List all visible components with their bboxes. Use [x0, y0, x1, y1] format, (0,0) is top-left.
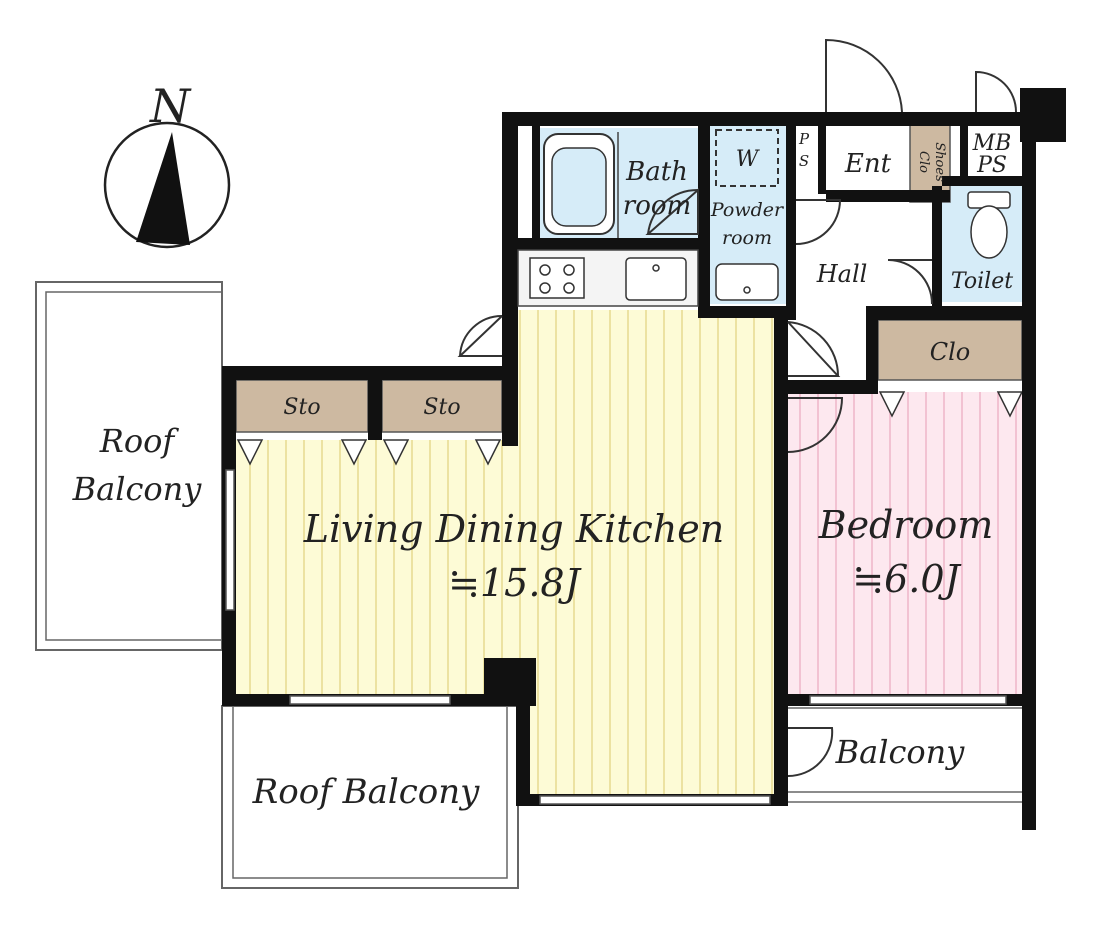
powder-label-line2: room: [722, 227, 772, 249]
ps-label-line2: S: [799, 152, 809, 170]
compass-north-label: N: [149, 79, 192, 133]
shoes-closet-label-line1: Shoes: [932, 142, 947, 182]
washer-icon: [715, 129, 779, 187]
bathtub-icon: [543, 132, 619, 238]
powder-label-line1: Powder: [710, 199, 785, 221]
roof-balcony-west-line1: Roof: [99, 422, 180, 460]
sink-icon: [625, 257, 687, 301]
ldk-size-label: ≒15.8J: [448, 561, 581, 605]
storage-right: [381, 379, 503, 433]
hall-label: Hall: [816, 260, 868, 288]
mbps-label-line1: MB: [972, 131, 1012, 156]
storage-door-markers: [236, 391, 1024, 466]
stove-icon: [529, 257, 585, 299]
closet-label: Clo: [930, 338, 971, 366]
toilet-icon: [967, 191, 1011, 259]
bath-label-line2: room: [623, 191, 691, 221]
kitchen-counter: [517, 249, 699, 307]
bedroom-floor: [788, 392, 1024, 696]
compass: N: [103, 79, 231, 249]
ps-label-line1: P: [798, 130, 810, 148]
storage-right-label: Sto: [423, 395, 460, 420]
doors: [457, 38, 1017, 778]
roof-balcony-south-label: Roof Balcony: [252, 772, 480, 812]
washer-label: W: [736, 147, 761, 172]
roof-balcony-west-line2: Balcony: [72, 470, 203, 508]
roof-balcony-west: Roof Balcony: [35, 281, 223, 651]
compass-needle-icon: [136, 132, 190, 245]
mbps-label-line2: PS: [976, 153, 1007, 178]
bedroom-size-label: ≒6.0J: [852, 557, 961, 601]
balcony-east: Balcony: [785, 707, 1027, 803]
entrance-label: Ent: [844, 149, 892, 179]
balcony-label: Balcony: [835, 733, 966, 771]
basin-icon: [715, 263, 779, 301]
storage-left-label: Sto: [283, 395, 320, 420]
roof-balcony-south: Roof Balcony: [221, 705, 519, 889]
windows: [225, 469, 1007, 805]
bedroom-name-label: Bedroom: [818, 503, 994, 547]
compass-ring: [103, 121, 231, 249]
shoes-closet-label-line2: Clo: [916, 151, 931, 173]
ldk-name-label: Living Dining Kitchen: [303, 507, 725, 551]
closet: [877, 319, 1023, 381]
toilet-label: Toilet: [951, 269, 1013, 294]
ldk-floor: [236, 310, 778, 796]
bath-label-line1: Bath: [625, 157, 688, 187]
